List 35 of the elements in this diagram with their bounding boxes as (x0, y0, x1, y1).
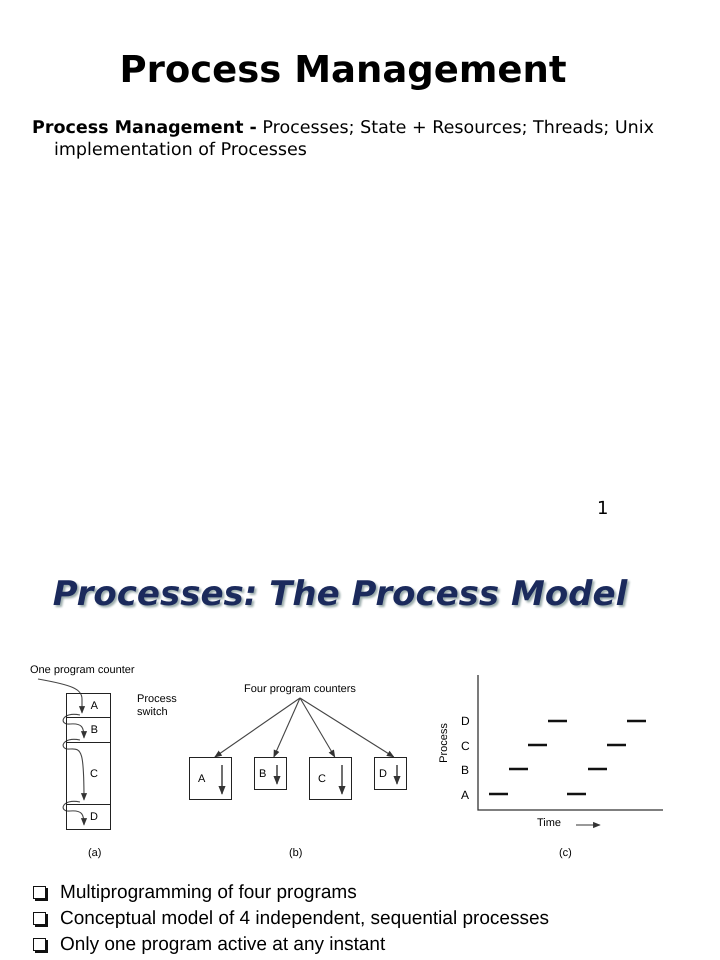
process-box: A (189, 757, 232, 800)
process-box: D (374, 757, 407, 790)
arrow (214, 698, 300, 758)
bullet-text: Conceptual model of 4 independent, sequential processes (60, 908, 550, 930)
process-segment: A (66, 693, 111, 718)
process-segment: C (66, 743, 111, 805)
counter-label: Four program counters (232, 682, 368, 696)
process-box: B (254, 757, 287, 790)
counter-label: One program counter (30, 663, 160, 677)
axis-tick-label: A (461, 788, 470, 802)
axis-label: Time (537, 817, 562, 829)
process-segment: B (66, 718, 111, 743)
figure-caption: (b) (289, 847, 302, 859)
slide-title: Process Management (118, 48, 568, 91)
arrow (62, 714, 87, 739)
slide-title: Processes: The Process Model (52, 574, 629, 614)
axis-tick-label: D (461, 714, 470, 728)
process-box: C (309, 757, 352, 800)
axis-tick-label: B (461, 763, 470, 777)
axis-label: Process (438, 723, 450, 763)
subtitle-text: Process Management - Processes; State + Resources; Threads; Unix implementation of Processes (32, 117, 655, 161)
arrow (300, 698, 394, 758)
figure-caption: (a) (88, 847, 102, 859)
arrow (62, 738, 88, 801)
page-number: 1 (597, 498, 608, 519)
arrow (62, 800, 87, 826)
bullet-text: Multiprogramming of four programs (60, 882, 357, 904)
axis-tick-label: C (461, 739, 470, 753)
bullet-text: Only one program active at any instant (60, 934, 386, 956)
arrow (38, 678, 86, 714)
arrow (300, 698, 336, 758)
process-segment: D (66, 805, 111, 830)
arrow (273, 698, 300, 758)
process-switch-label: Process switch (137, 693, 178, 719)
figure-caption: (c) (559, 847, 572, 859)
